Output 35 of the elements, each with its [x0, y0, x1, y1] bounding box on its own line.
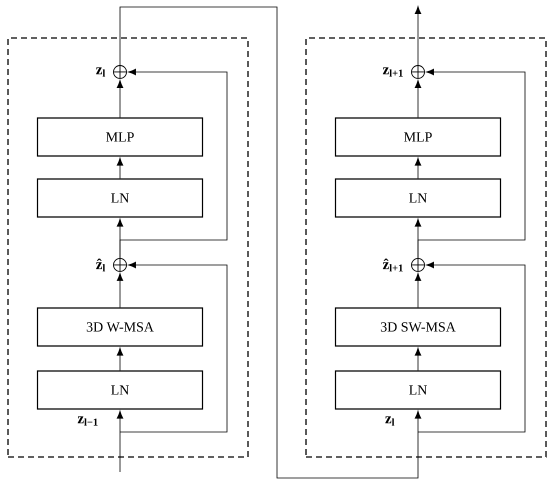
arrow	[120, 68, 228, 258]
layer-box: MLP	[334, 117, 502, 157]
layer-box: LN	[334, 178, 502, 218]
arrow	[418, 68, 526, 258]
block-frame	[305, 37, 547, 458]
arrow	[120, 262, 228, 432]
layer-box: MLP	[36, 117, 204, 157]
layer-box: 3D SW-MSA	[334, 307, 502, 347]
arrow	[414, 348, 422, 371]
variable-label: ẑ$_{l}$	[96, 258, 106, 272]
variable-label: z$_{l}$	[96, 67, 106, 77]
arrow	[116, 80, 124, 118]
arrow	[116, 348, 124, 371]
adder-symbol	[113, 258, 127, 272]
variable-label: z$_{l}$	[384, 415, 396, 427]
arrow	[414, 410, 422, 432]
arrow	[116, 273, 124, 308]
arrow	[116, 410, 124, 472]
layer-box: 3D W-MSA	[36, 307, 204, 347]
layer-box: LN	[334, 370, 502, 410]
adder-symbol	[113, 65, 127, 79]
arrow	[418, 262, 526, 432]
variable-label: z$_{l+1}$	[382, 67, 403, 77]
arrow	[414, 6, 422, 66]
arrow	[414, 158, 422, 179]
layer-box: LN	[36, 178, 204, 218]
adder-symbol	[411, 258, 425, 272]
variable-label: ẑ$_{l+1}$	[382, 258, 403, 272]
arrow	[414, 273, 422, 308]
block-frame	[7, 37, 249, 458]
variable-label: z$_{l−1}$	[76, 415, 100, 427]
adder-symbol	[411, 65, 425, 79]
arrow	[116, 158, 124, 179]
layer-box: LN	[36, 370, 204, 410]
arrow	[414, 80, 422, 118]
